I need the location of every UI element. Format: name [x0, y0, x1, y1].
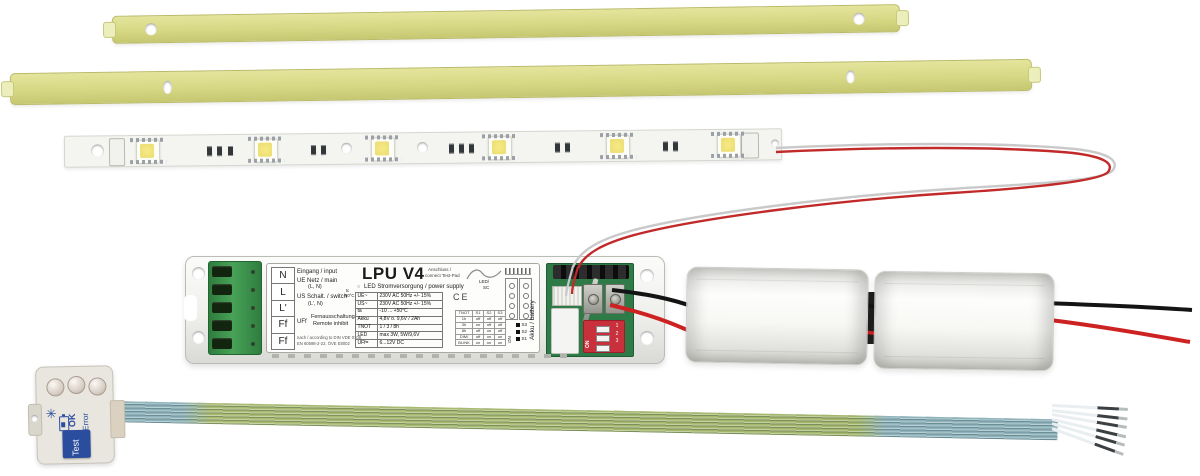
- terminal-screw: [251, 288, 255, 292]
- tc-note-value: 60°C: [345, 293, 355, 298]
- connector-pin-diagram: [519, 278, 532, 320]
- testpad-diagram: [466, 269, 502, 280]
- wire-entry: [212, 302, 232, 313]
- ce-mark: CE: [453, 292, 470, 302]
- mains-label: UE Netz / main: [297, 277, 338, 284]
- driver-mount-hole: [192, 331, 205, 344]
- terminal-block: [208, 261, 262, 355]
- shrink-wrap-seam: [695, 349, 858, 354]
- wire-entry: [212, 338, 232, 349]
- battery-wire-red: [609, 303, 695, 335]
- terminal-screw: [251, 306, 255, 310]
- dip-toggle[interactable]: [596, 335, 610, 342]
- wire-entry: [212, 266, 232, 277]
- testpad-note-2: connect Test-Pad: [425, 273, 460, 278]
- driver-unit: N L L' Ff Ff Eingang / input UE Netz / m…: [184, 256, 665, 364]
- led-wire-white: [571, 142, 1116, 268]
- shrink-wrap-seam: [884, 282, 1045, 287]
- spec-table: UE~230V AC 50Hz +/- 15% US~230V AC 50Hz …: [355, 292, 443, 349]
- subtitle-bullet: ○: [357, 284, 361, 290]
- switch-label: US Schalt. / switch: [297, 294, 348, 300]
- driver-label: N L L' Ff Ff Eingang / input UE Netz / m…: [266, 263, 540, 353]
- ribbon-socket: [552, 286, 582, 306]
- terminal-label: Ff: [271, 332, 295, 350]
- led-wire-red-stub: [570, 266, 580, 295]
- dip-legend-row: S3: [521, 322, 528, 327]
- terminal-screw: [251, 270, 255, 274]
- dip-digit: 1: [615, 323, 619, 329]
- remote-symbol: UFf: [297, 319, 307, 325]
- dip-toggle[interactable]: [596, 325, 610, 333]
- dip-digit: 3: [615, 338, 619, 344]
- led-wire-red: [576, 146, 1111, 269]
- terminal-screw: [251, 324, 255, 328]
- tc-note: tc: [346, 288, 350, 293]
- product-subtitle: LED Stromversorgung / power supply: [364, 284, 464, 290]
- driver-mount-hole: [640, 269, 654, 283]
- driver-mount-hole: [192, 267, 205, 280]
- connector-pin-diagram: [505, 278, 518, 320]
- relay-component: [551, 308, 579, 354]
- testpad-note: Anschluss /: [428, 267, 452, 272]
- wire-entry: [212, 320, 232, 331]
- dip-legend: ON S3 S2 S1: [507, 321, 534, 345]
- testpad-pin-row: [505, 268, 531, 275]
- wire-entry: [212, 284, 232, 295]
- dip-switch[interactable]: ON 1 2 3: [583, 320, 625, 353]
- battery-pack-2: [873, 270, 1055, 372]
- battery-end-wire-black: [1041, 301, 1193, 312]
- driver-left-notch: [184, 295, 197, 321]
- dip-legend-row: S1: [521, 336, 528, 341]
- dip-toggle[interactable]: [596, 344, 610, 352]
- battery-wire-black: [611, 288, 695, 309]
- led-wire-white-stub: [564, 265, 575, 297]
- input-label: Eingang / input: [297, 269, 338, 275]
- terminal-screw: [251, 342, 255, 346]
- shrink-wrap-seam: [696, 278, 859, 283]
- battery-pack-1: [685, 266, 869, 366]
- remote-label-en: Remote inhibit: [313, 321, 349, 327]
- vent-slots: [272, 354, 572, 358]
- driver-mount-hole: [640, 331, 654, 345]
- dip-digit: 2: [615, 330, 619, 337]
- battery-end-wire-red: [1041, 317, 1191, 344]
- screw: [588, 294, 599, 305]
- remote-label-de: Fernausschaltung/: [311, 314, 357, 320]
- switch-sub: (L', N): [308, 300, 323, 307]
- dip-legend-row: S2: [521, 329, 528, 334]
- output-screw-terminal: [583, 284, 603, 314]
- mains-sub: (L, N): [308, 283, 322, 290]
- standards-note-2: EN 60598-2-22, ÖVE E8002: [297, 340, 350, 346]
- led-sc-label-2: SC: [483, 284, 490, 290]
- standards-note: nach / according to DIN VDE 0108,: [297, 335, 363, 340]
- shrink-wrap-seam: [883, 355, 1044, 360]
- product-title: LPU V4: [362, 264, 425, 283]
- led-sc-label: LED/: [479, 279, 490, 284]
